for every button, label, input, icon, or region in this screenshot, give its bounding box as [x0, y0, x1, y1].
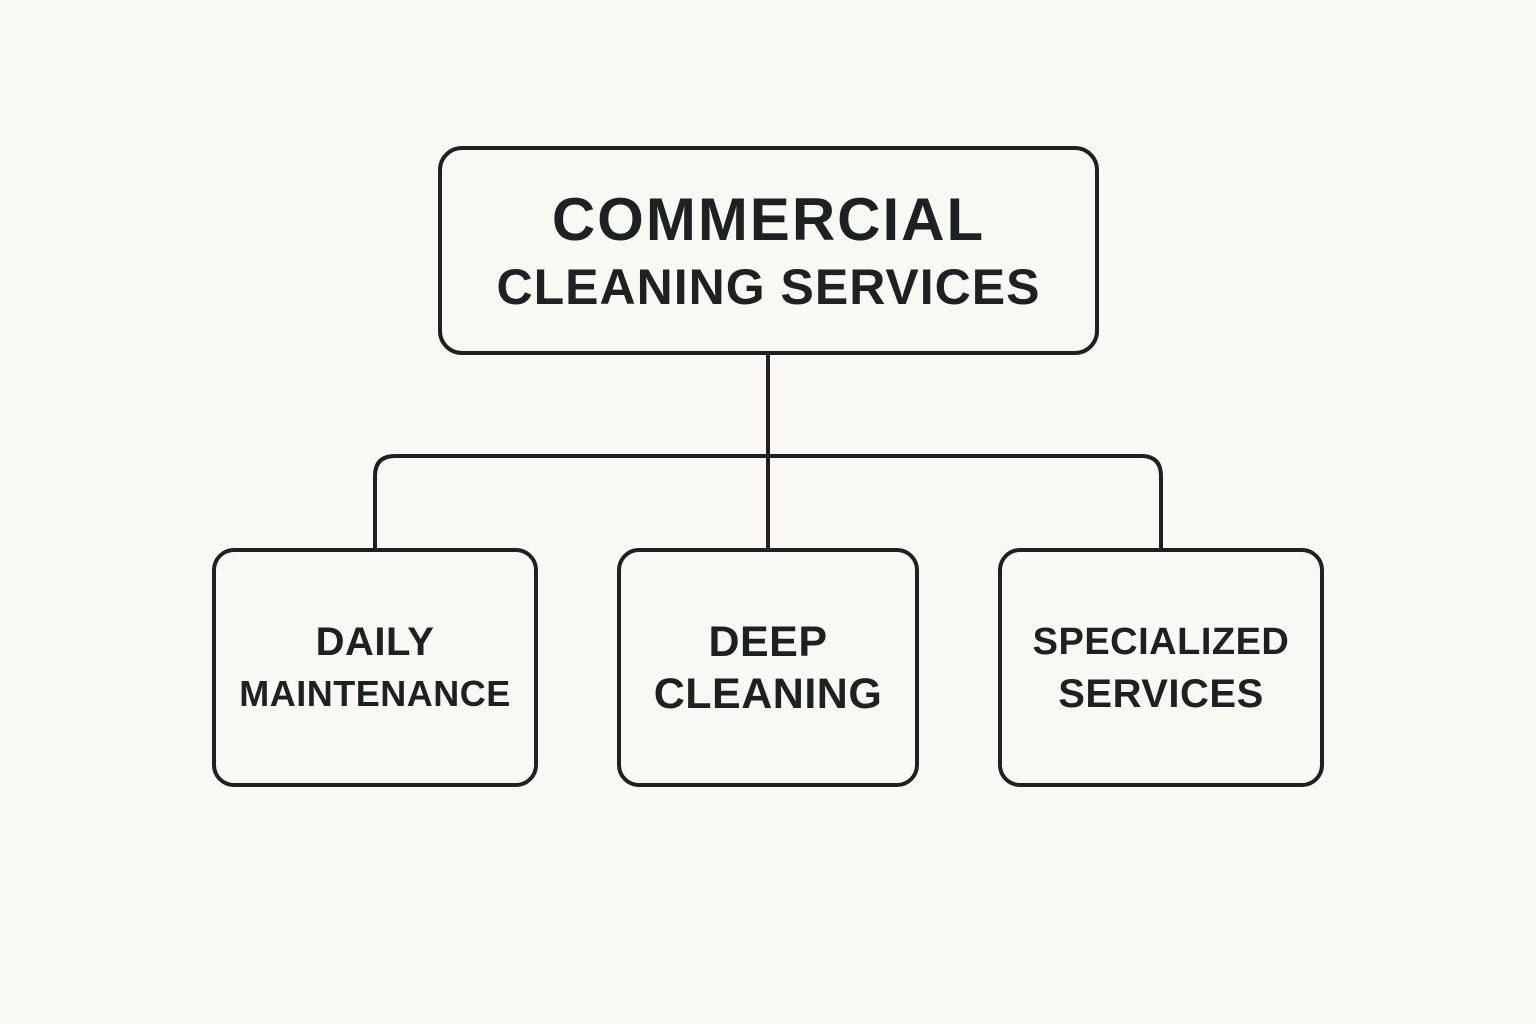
root-title-line1: COMMERCIAL: [551, 185, 986, 253]
child-node-deep-cleaning: DEEP CLEANING: [617, 548, 919, 787]
root-title-line2: CLEANING SERVICES: [496, 258, 1041, 315]
child-node-specialized-services: SPECIALIZED SERVICES: [998, 548, 1324, 787]
child-label-line1: SPECIALIZED: [1032, 620, 1290, 663]
root-node-commercial-cleaning-services: COMMERCIAL CLEANING SERVICES: [438, 146, 1099, 355]
child-label-line2: CLEANING: [653, 669, 883, 718]
child-label-line1: DAILY: [315, 619, 435, 664]
child-label-line2: MAINTENANCE: [239, 672, 511, 714]
child-node-daily-maintenance: DAILY MAINTENANCE: [212, 548, 538, 787]
child-label-line2: SERVICES: [1058, 671, 1264, 716]
child-label-line1: DEEP: [708, 617, 828, 666]
